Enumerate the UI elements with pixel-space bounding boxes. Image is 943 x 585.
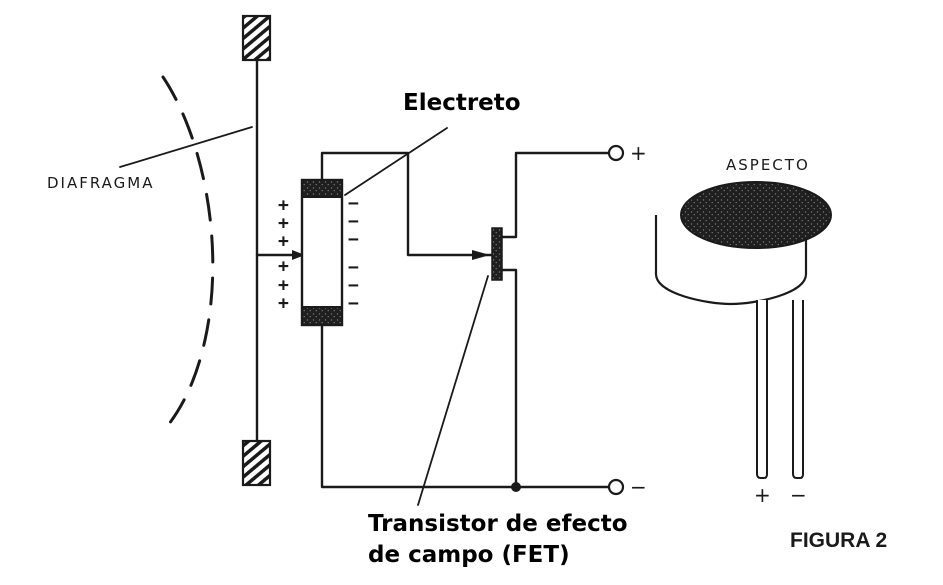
negative-charge: −: [348, 211, 359, 232]
positive-charge: +: [278, 293, 289, 314]
appearance-label: ASPECTO: [726, 156, 810, 174]
microphone-capsule-illustration: [654, 181, 832, 306]
electret-capsule: [300, 178, 344, 327]
negative-charge: −: [348, 275, 359, 296]
positive-terminal-label: +: [630, 141, 647, 165]
top-support-block: [241, 14, 272, 62]
fet-label-line2: de campo (FET): [368, 542, 570, 568]
pin-negative: [792, 300, 804, 479]
electret-leader-line: [344, 127, 448, 196]
electret-label: Electreto: [403, 90, 521, 116]
capsule-top-mesh: [680, 181, 832, 249]
diaphragm-label: DIAFRAGMA: [47, 174, 155, 192]
pin-positive: [756, 300, 768, 479]
diaphragm-leader-line: [119, 126, 253, 168]
positive-charge: +: [278, 231, 289, 252]
positive-terminal: [607, 144, 625, 162]
negative-charges: −−−−−−: [348, 193, 359, 314]
negative-charge: −: [348, 229, 359, 250]
drain-wire: [500, 151, 612, 239]
negative-terminal-label: −: [630, 475, 647, 499]
positive-charge: +: [278, 275, 289, 296]
positive-charge: +: [278, 256, 289, 277]
negative-charge: −: [348, 293, 359, 314]
positive-charge: +: [278, 213, 289, 234]
positive-charges: ++++++: [278, 195, 289, 314]
arrow-head-icon: [292, 250, 305, 260]
fet-label-line1: Transistor de efecto: [368, 511, 628, 537]
figure-title: FIGURA 2: [790, 529, 887, 552]
diaphragm-deflection-arc: [161, 75, 215, 430]
positive-charge: +: [278, 195, 289, 216]
capsule-pins: [756, 300, 804, 479]
source-wire: [500, 268, 518, 489]
negative-charge: −: [348, 257, 359, 278]
negative-charge: −: [348, 193, 359, 214]
bottom-support-block: [241, 439, 272, 487]
pin-negative-label: −: [790, 483, 807, 507]
gate-arrow-icon: [472, 250, 490, 260]
junction-node: [511, 482, 521, 492]
fet-leader-line: [417, 275, 489, 506]
pin-positive-label: +: [754, 483, 771, 507]
negative-terminal: [607, 478, 625, 496]
fet-transistor: [491, 227, 503, 281]
